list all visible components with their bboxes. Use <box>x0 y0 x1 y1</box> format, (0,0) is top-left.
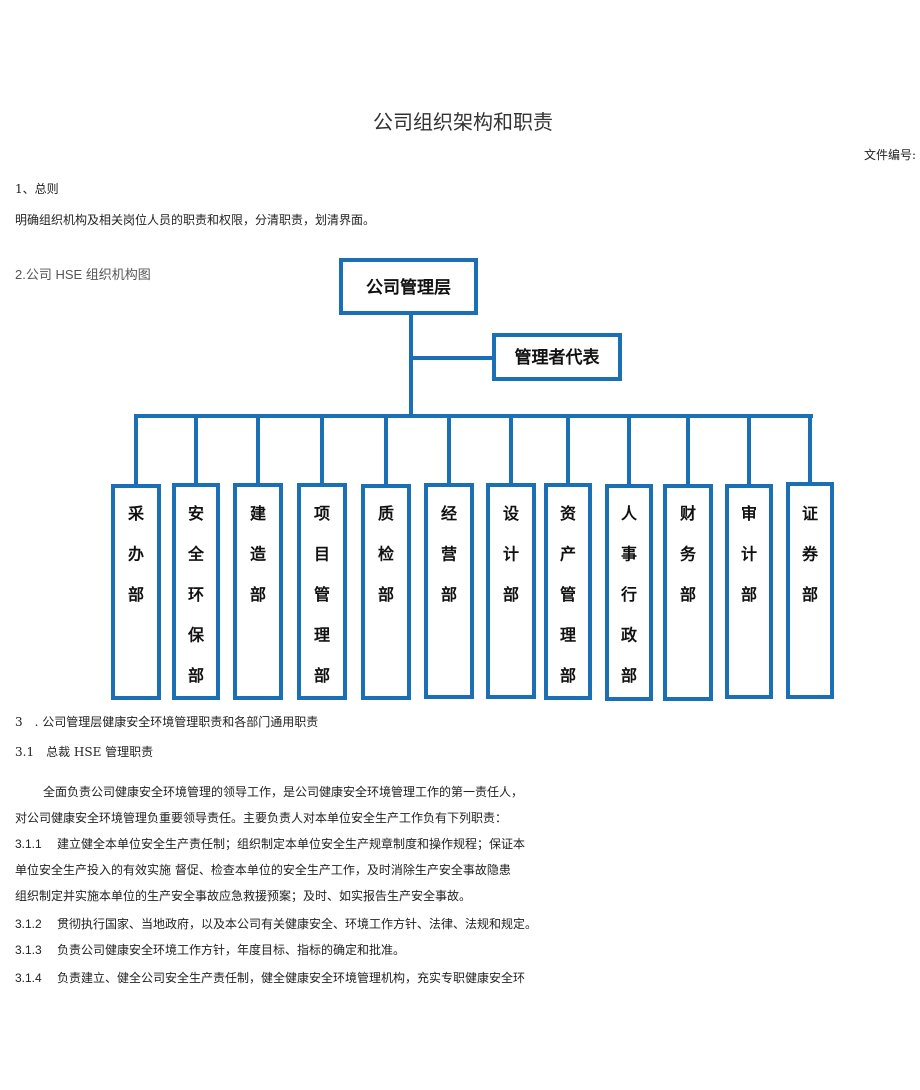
department-label-char: 部 <box>741 585 757 604</box>
department-label-char: 营 <box>441 545 457 564</box>
department-label-char: 部 <box>188 666 204 685</box>
department-label-char: 目 <box>314 545 330 564</box>
department-box: 建造部 <box>233 483 283 700</box>
department-box: 设计部 <box>486 483 536 699</box>
department-label-char: 安 <box>188 504 204 523</box>
department-label-char: 质 <box>378 504 394 523</box>
management-representative-box <box>492 333 622 381</box>
clause-number: 3.1.1 <box>15 837 42 851</box>
section-3-heading: 3 . 公司管理层健康安全环境管理职责和各部门通用职责 <box>15 715 319 729</box>
paragraph-line: 单位安全生产投入的有效实施 督促、检查本单位的安全生产工作，及时消除生产安全事故… <box>15 863 511 877</box>
department-label-char: 理 <box>560 626 576 645</box>
department-label-char: 计 <box>503 545 519 564</box>
department-box: 财务部 <box>663 484 713 701</box>
department-label-char: 采 <box>127 504 144 523</box>
paragraph-line: 对公司健康安全环境管理负重要领导责任。主要负责人对本单位安全生产工作负有下列职责… <box>15 811 508 825</box>
clause-number: 3.1.2 <box>15 917 42 931</box>
department-label-char: 财 <box>679 504 696 523</box>
department-label-char: 管 <box>560 585 576 604</box>
department-label-char: 部 <box>621 666 637 685</box>
clause-number: 3.1.3 <box>15 943 42 957</box>
section-3-1-heading: 3.1 总裁 HSE 管理职责 <box>15 745 154 759</box>
paragraph-line: 组织制定并实施本单位的生产安全事故应急救援预案；及时、如实报告生产安全事故。 <box>15 889 472 903</box>
department-label-char: 部 <box>441 585 457 604</box>
doc-number-label: 文件编号: <box>863 148 916 162</box>
department-label-char: 理 <box>314 626 330 645</box>
department-label-char: 造 <box>250 545 267 564</box>
department-label-char: 资 <box>560 504 576 523</box>
department-label-char: 检 <box>378 545 394 564</box>
department-label-char: 事 <box>621 545 637 564</box>
department-label-char: 行 <box>620 585 637 604</box>
department-label-char: 审 <box>741 504 757 523</box>
department-box: 经营部 <box>424 483 474 699</box>
department-label-char: 部 <box>802 585 818 604</box>
clause-number: 3.1.4 <box>15 971 42 985</box>
org-chart: 公司管理层 管理者代表 采办部安全环保部建造部项目管理部质检部经营部设计部资产管… <box>111 258 834 701</box>
department-label-char: 政 <box>621 626 638 645</box>
department-label-char: 计 <box>741 545 757 564</box>
department-label-char: 部 <box>314 666 330 685</box>
department-label-char: 建 <box>250 504 266 523</box>
department-box: 证券部 <box>786 482 834 699</box>
department-label-char: 项 <box>314 504 330 523</box>
page-title: 公司组织架构和职责 <box>373 110 553 134</box>
department-label-char: 办 <box>128 545 144 564</box>
department-label-char: 部 <box>250 585 266 604</box>
department-label-char: 证 <box>802 504 818 523</box>
department-box: 审计部 <box>725 484 773 699</box>
department-label-char: 部 <box>378 585 394 604</box>
paragraph-line: 全面负责公司健康安全环境管理的领导工作，是公司健康安全环境管理工作的第一责任人， <box>43 785 524 799</box>
department-label-char: 设 <box>503 504 520 523</box>
section-1-heading: 1、总则 <box>15 182 59 196</box>
department-label-char: 保 <box>187 626 205 645</box>
department-label-char: 部 <box>560 666 576 685</box>
department-box: 采办部 <box>111 484 161 700</box>
department-label-char: 环 <box>188 585 204 604</box>
department-label-char: 务 <box>680 545 697 564</box>
management-representative-label: 管理者代表 <box>515 347 601 368</box>
department-label-char: 产 <box>560 545 576 564</box>
department-label-char: 部 <box>128 585 144 604</box>
department-label-char: 全 <box>187 545 205 564</box>
section-1-text: 明确组织机构及相关岗位人员的职责和权限，分清职责，划清界面。 <box>15 213 376 227</box>
top-management-label: 公司管理层 <box>366 277 451 298</box>
department-label-char: 经 <box>441 504 457 523</box>
department-label-char: 管 <box>314 585 330 604</box>
department-label-char: 券 <box>801 545 819 564</box>
section-2-heading: 2.公司 HSE 组织机构图 <box>15 267 151 282</box>
department-label-char: 部 <box>680 585 696 604</box>
top-management-box <box>339 258 478 315</box>
department-label-char: 人 <box>621 504 638 523</box>
department-label-char: 部 <box>503 585 519 604</box>
department-box: 质检部 <box>361 484 411 700</box>
